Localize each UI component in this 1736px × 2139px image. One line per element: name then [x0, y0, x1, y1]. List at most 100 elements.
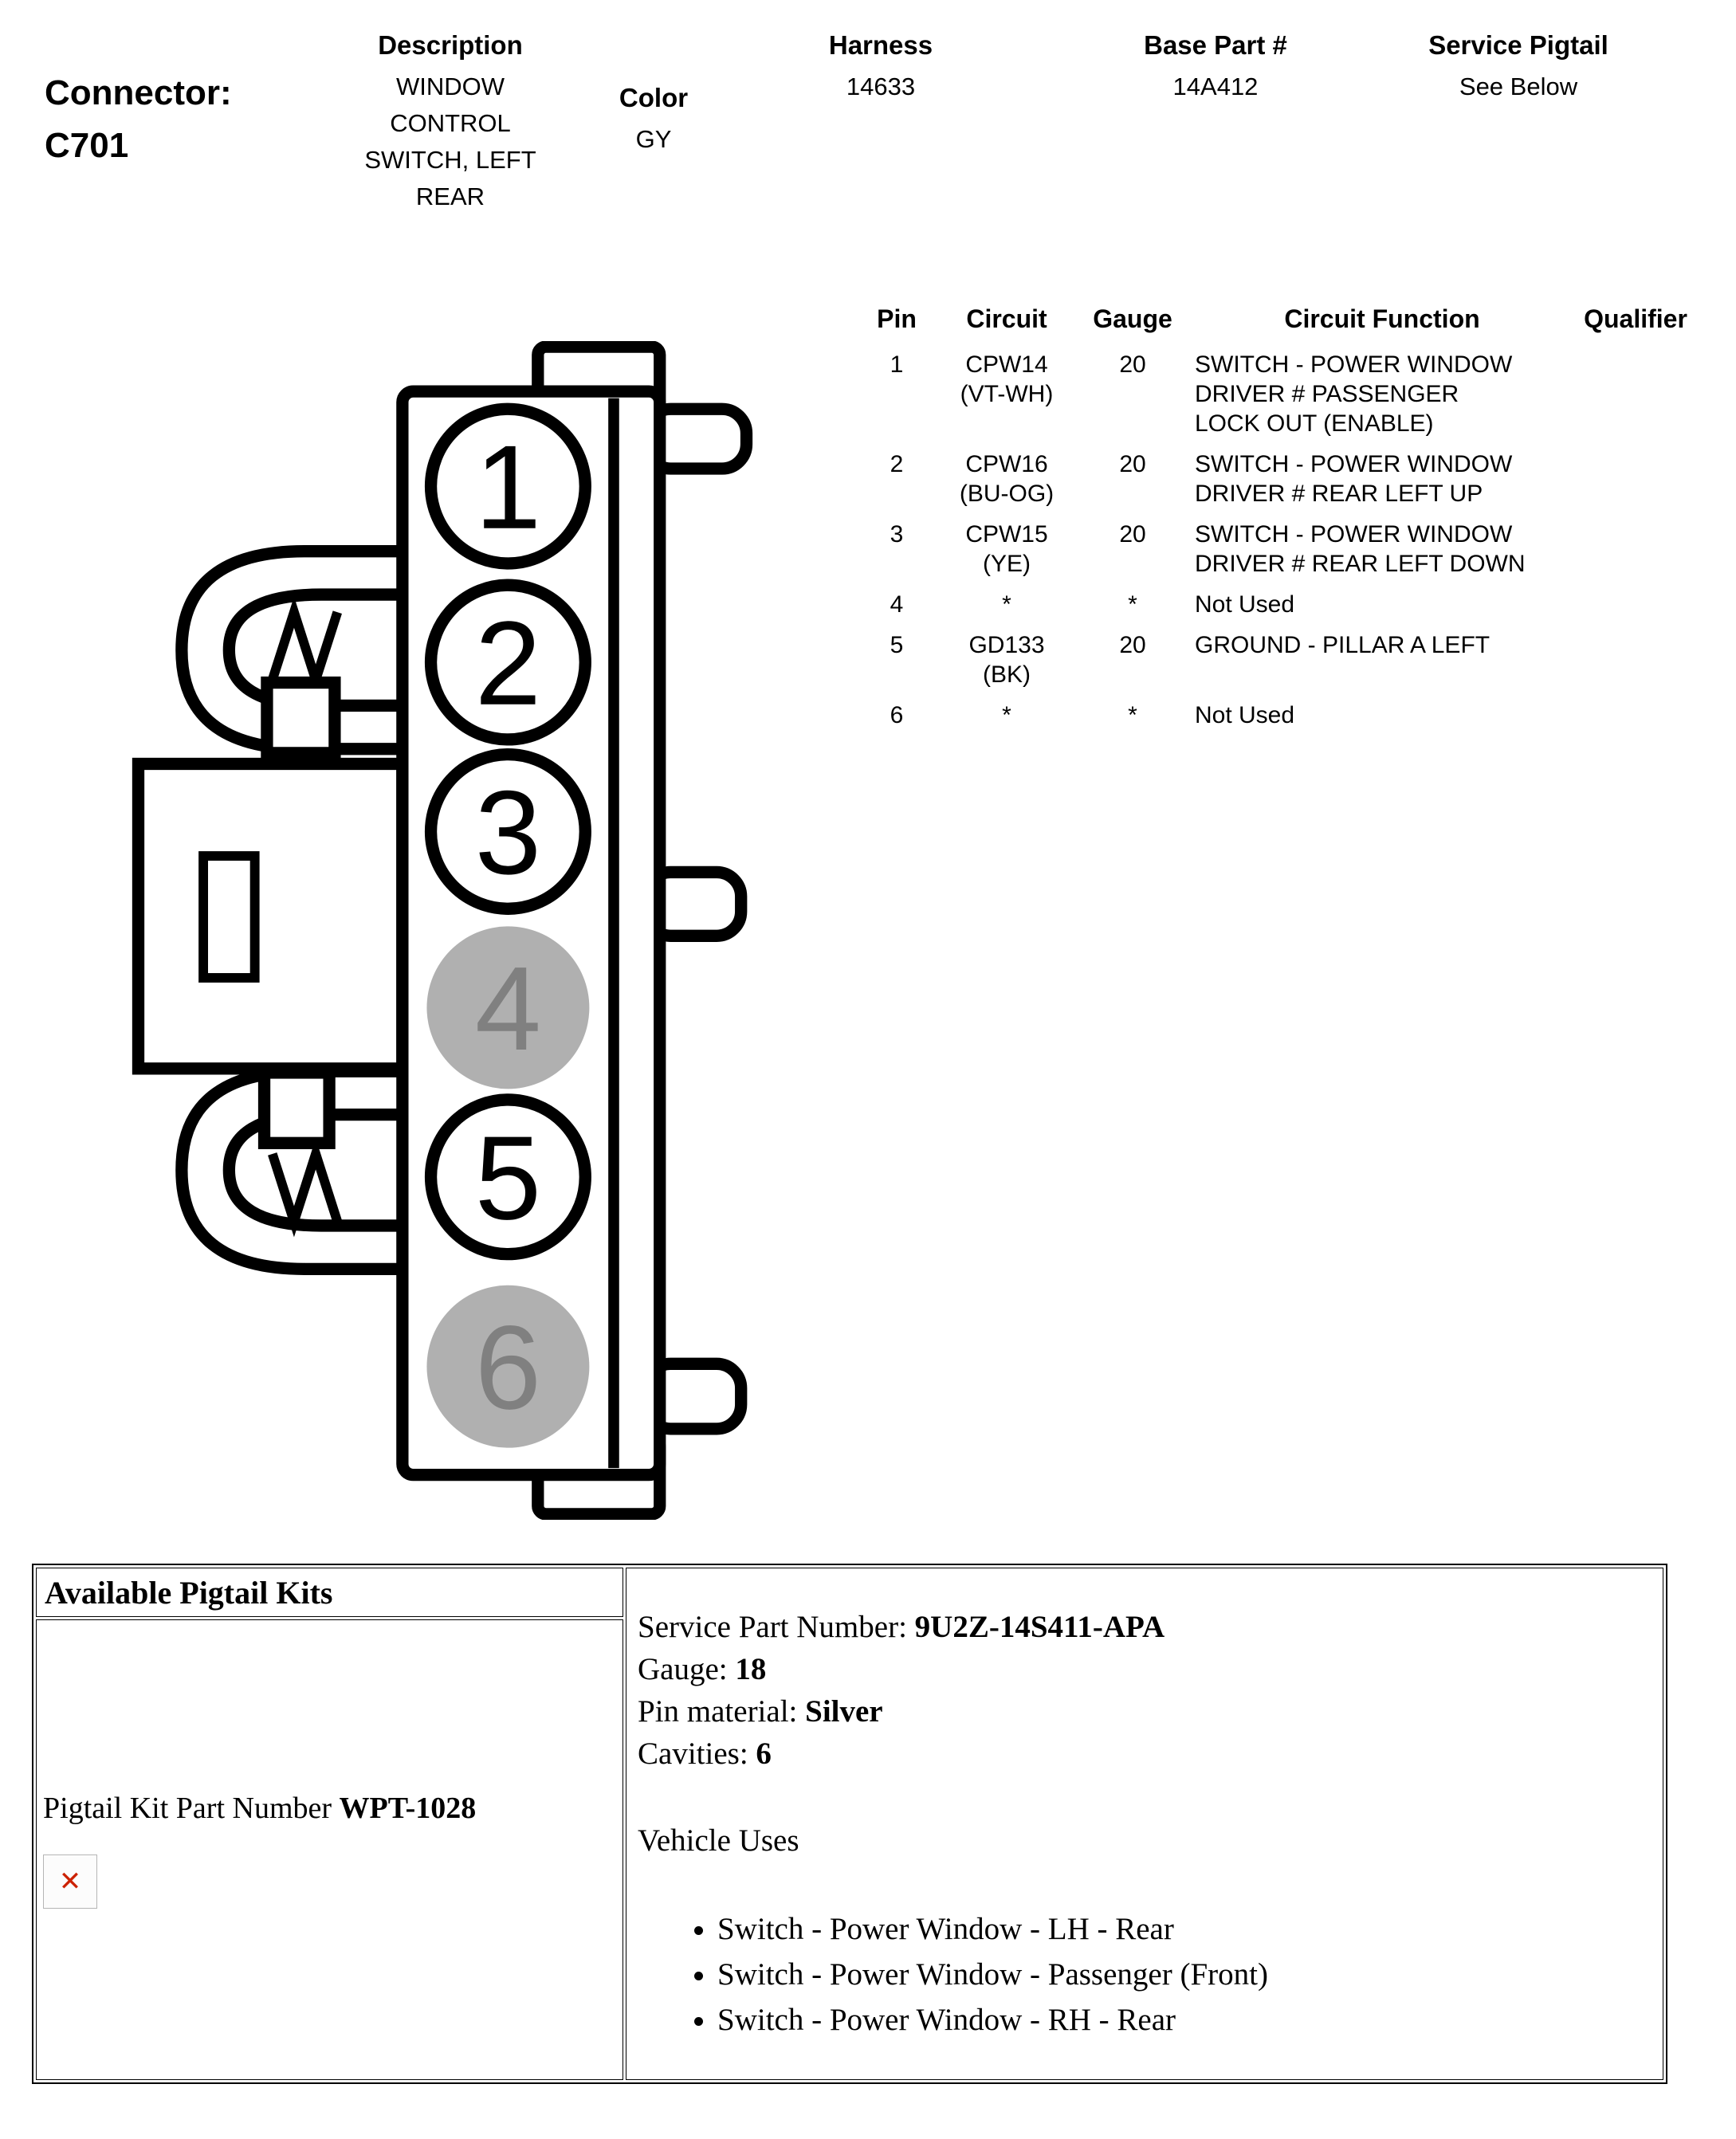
vehicle-use-item: Switch - Power Window - LH - Rear — [717, 1906, 1647, 1952]
pin-table-header: Pin Circuit Gauge Circuit Function Quali… — [865, 304, 1695, 334]
pigtail-kits-table: Available Pigtail Kits Service Part Numb… — [32, 1564, 1667, 2084]
circuit-cell: * — [1002, 702, 1011, 728]
description-label: Description — [378, 30, 523, 60]
pigtail-kits-title: Available Pigtail Kits — [36, 1568, 623, 1617]
pin-row-3: 3 CPW15 (YE) 20 SWITCH - POWER WINDOW DR… — [865, 520, 1695, 579]
function-cell: GROUND - PILLAR A LEFT — [1195, 632, 1491, 658]
pigtail-kit-part-number-line: Pigtail Kit Part Number WPT-1028 — [43, 1791, 623, 1826]
circuit-cell: GD133 (BK) — [968, 632, 1045, 688]
connector-title: Connector: C701 — [45, 67, 232, 172]
base-part-label: Base Part # — [1144, 30, 1287, 60]
upper-latch-arc-outer — [175, 545, 410, 756]
pin-table: Pin Circuit Gauge Circuit Function Quali… — [865, 304, 1695, 741]
service-part-number-line: Service Part Number: 9U2Z-14S411-APA — [638, 1606, 1647, 1648]
circuit-cell: * — [1002, 591, 1011, 618]
function-cell: SWITCH - POWER WINDOW DRIVER # REAR LEFT… — [1195, 521, 1526, 577]
gauge-cell: 20 — [1119, 351, 1146, 378]
left-housing-block — [132, 757, 409, 1075]
pin-cavity-4: 4 — [426, 926, 590, 1089]
function-cell: Not Used — [1195, 702, 1295, 728]
pin-header: Pin — [877, 304, 917, 333]
gauge-cell: 20 — [1119, 451, 1146, 477]
lower-latch-spring — [268, 1138, 342, 1238]
left-housing-slot — [198, 851, 260, 983]
connector-diagram: 1 2 3 4 5 6 — [132, 341, 753, 1520]
description-column: Description WINDOW CONTROL SWITCH, LEFT … — [319, 30, 582, 215]
service-pigtail-value: See Below — [1459, 73, 1578, 100]
gauge-label: Gauge: — [638, 1651, 736, 1686]
description-value: WINDOW CONTROL SWITCH, LEFT REAR — [364, 73, 536, 210]
service-part-number-value: 9U2Z-14S411-APA — [914, 1609, 1165, 1644]
pin-4-number: 4 — [475, 942, 541, 1075]
lower-latch-arc-outer — [175, 1065, 410, 1275]
vehicle-uses-list: Switch - Power Window - LH - Rear Switch… — [638, 1906, 1647, 2043]
pin-cell: 3 — [890, 521, 904, 548]
pin-cavity-1: 1 — [424, 402, 591, 570]
connector-id: C701 — [45, 126, 129, 165]
pin-material-line: Pin material: Silver — [638, 1690, 1647, 1733]
circuit-cell: CPW15 (YE) — [965, 521, 1048, 577]
gauge-header: Gauge — [1093, 304, 1172, 333]
color-value: GY — [635, 125, 672, 153]
pin-cavity-5: 5 — [424, 1093, 591, 1261]
pin-cell: 2 — [890, 451, 904, 477]
base-part-column: Base Part # 14A412 — [1092, 30, 1339, 105]
broken-image-icon: ✕ — [43, 1854, 97, 1909]
qualifier-header: Qualifier — [1584, 304, 1687, 333]
connector-label: Connector: — [45, 73, 232, 112]
pigtail-kit-part-number-label: Pigtail Kit Part Number — [43, 1792, 340, 1825]
pin-3-circle — [424, 748, 591, 915]
pin-6-circle — [426, 1285, 590, 1448]
upper-latch-spring — [268, 596, 342, 696]
pin-3-number: 3 — [475, 766, 541, 899]
pin-material-label: Pin material: — [638, 1694, 806, 1729]
cavities-line: Cavities: 6 — [638, 1733, 1647, 1775]
pin-row-1: 1 CPW14 (VT-WH) 20 SWITCH - POWER WINDOW… — [865, 350, 1695, 438]
lower-latch-block — [257, 1066, 336, 1149]
gauge-cell: 20 — [1119, 632, 1146, 658]
circuit-header: Circuit — [966, 304, 1047, 333]
function-cell: SWITCH - POWER WINDOW DRIVER # PASSENGER… — [1195, 351, 1513, 437]
pin-6-number: 6 — [475, 1301, 541, 1434]
pin-cell: 5 — [890, 632, 904, 658]
circuit-function-header: Circuit Function — [1284, 304, 1480, 333]
color-label: Color — [619, 83, 689, 112]
pin-row-2: 2 CPW16 (BU-OG) 20 SWITCH - POWER WINDOW… — [865, 449, 1695, 508]
pigtail-details-cell: Service Part Number: 9U2Z-14S411-APA Gau… — [626, 1568, 1663, 2080]
service-part-number-label: Service Part Number: — [638, 1609, 915, 1644]
pin-cell: 4 — [890, 591, 904, 618]
gauge-line: Gauge: 18 — [638, 1648, 1647, 1690]
pin-5-number: 5 — [475, 1111, 541, 1244]
pin-cell: 6 — [890, 702, 904, 728]
vehicle-uses-heading: Vehicle Uses — [638, 1823, 799, 1858]
harness-column: Harness 14633 — [757, 30, 1004, 105]
harness-label: Harness — [828, 30, 933, 60]
gauge-cell: * — [1128, 702, 1137, 728]
pin-cavity-2: 2 — [424, 579, 591, 746]
vehicle-use-item: Switch - Power Window - RH - Rear — [717, 1997, 1647, 2043]
gauge-value: 18 — [735, 1651, 767, 1686]
gauge-cell: 20 — [1119, 521, 1146, 548]
pin-row-5: 5 GD133 (BK) 20 GROUND - PILLAR A LEFT — [865, 630, 1695, 689]
pin-2-number: 2 — [475, 597, 541, 730]
broken-image-x-glyph: ✕ — [58, 1866, 82, 1898]
pin-material-value: Silver — [805, 1694, 883, 1729]
base-part-value: 14A412 — [1172, 73, 1259, 100]
pin-1-number: 1 — [475, 421, 541, 554]
vehicle-use-item: Switch - Power Window - Passenger (Front… — [717, 1952, 1647, 1997]
pin-row-6: 6 * * Not Used — [865, 701, 1695, 730]
cavities-label: Cavities: — [638, 1736, 756, 1771]
pin-cell: 1 — [890, 351, 904, 378]
harness-value: 14633 — [846, 73, 916, 100]
circuit-cell: CPW14 (VT-WH) — [960, 351, 1054, 407]
circuit-cell: CPW16 (BU-OG) — [959, 451, 1055, 507]
pin-1-circle — [424, 402, 591, 570]
pin-row-4: 4 * * Not Used — [865, 590, 1695, 619]
pin-5-circle — [424, 1093, 591, 1261]
function-cell: Not Used — [1195, 591, 1295, 618]
service-pigtail-label: Service Pigtail — [1428, 30, 1608, 60]
upper-latch-block — [261, 676, 341, 759]
function-cell: SWITCH - POWER WINDOW DRIVER # REAR LEFT… — [1195, 451, 1513, 507]
pin-4-circle — [426, 926, 590, 1089]
